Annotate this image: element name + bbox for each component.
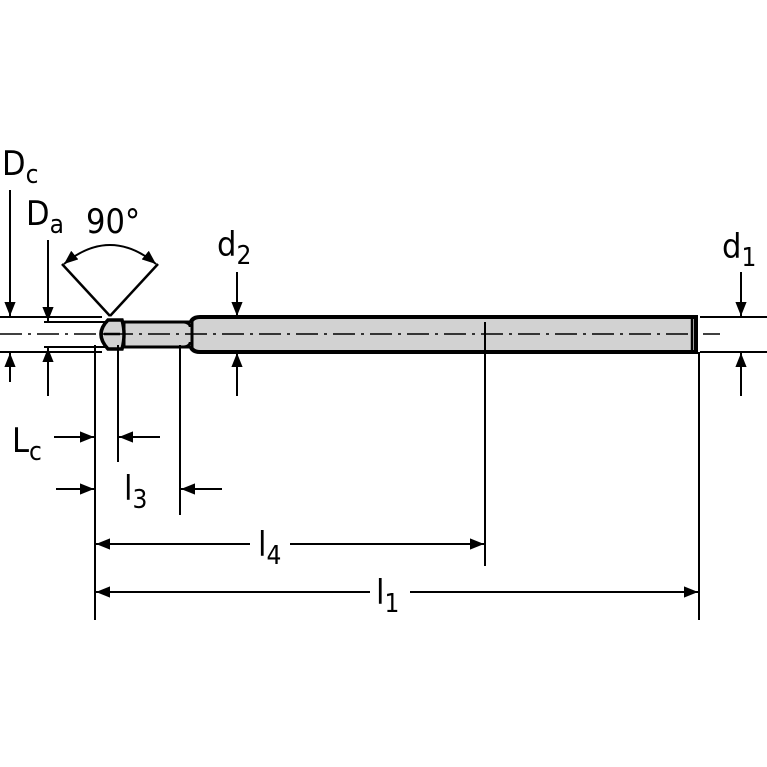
dc-label: Dc xyxy=(2,144,38,190)
l1-dimension: l1 xyxy=(96,573,698,619)
lc-label: Lc xyxy=(12,421,42,467)
l4-dimension: l4 xyxy=(96,525,484,571)
dc-dimension: Dc xyxy=(2,144,38,382)
l1-label: l1 xyxy=(376,573,399,619)
neck-transition-bottom xyxy=(179,341,192,349)
da-label: Da xyxy=(26,194,64,240)
angle-leg-left xyxy=(61,263,111,317)
angle-90-dimension: 90° xyxy=(61,202,159,317)
da-dimension: Da xyxy=(26,194,64,396)
angle-leg-right xyxy=(109,263,159,317)
d2-label: d2 xyxy=(217,225,251,271)
lc-dimension: Lc xyxy=(12,421,160,467)
angle-label: 90° xyxy=(86,202,140,242)
l3-dimension: l3 xyxy=(56,469,222,515)
d1-dimension: d1 xyxy=(722,227,756,396)
extension-lines xyxy=(0,316,767,620)
l3-label: l3 xyxy=(124,469,147,515)
l4-label: l4 xyxy=(258,525,281,571)
d2-dimension: d2 xyxy=(217,225,251,396)
neck-transition-top xyxy=(179,320,192,328)
angle-arc xyxy=(63,244,157,265)
d1-label: d1 xyxy=(722,227,756,273)
